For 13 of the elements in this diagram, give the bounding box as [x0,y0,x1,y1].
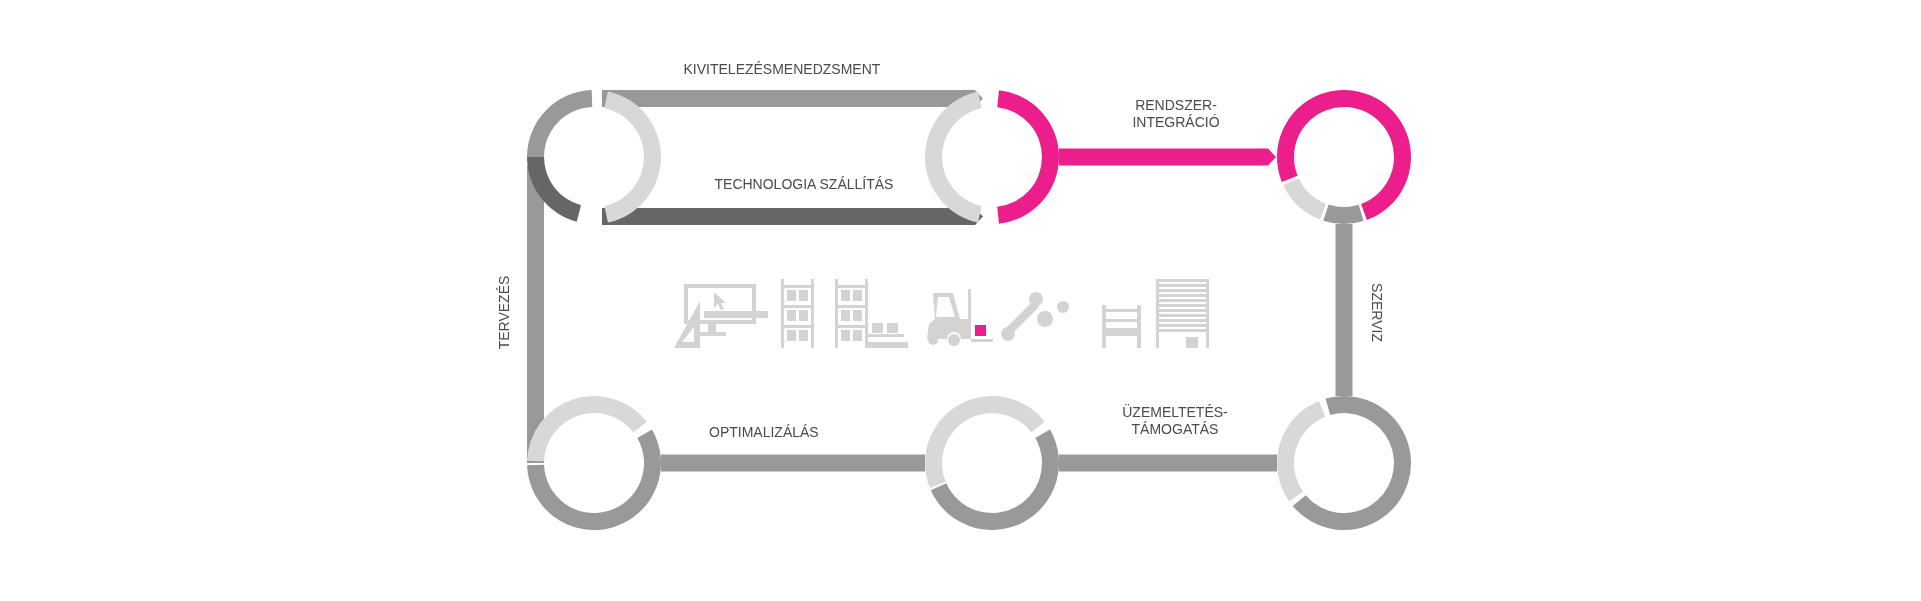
cycle-ring [1277,90,1411,224]
edge-label: KIVITELEZÉSMENEDZSMENT [683,60,881,78]
edge-label: TECHNOLOGIA SZÁLLÍTÁS [714,175,894,193]
edge-label: SZERVIZ [1367,282,1385,342]
edge-label: OPTIMALIZÁLÁS [709,423,819,441]
edge-label: RENDSZER- INTEGRÁCIÓ [1131,97,1221,131]
cycle-ring [1277,396,1411,530]
cycle-ring [925,90,1059,224]
cycle-ring [925,396,1059,530]
edge-label: ÜZEMELTETÉS- TÁMOGATÁS [1121,404,1229,438]
cycle-ring [527,396,661,530]
edge-label: TERVEZÉS [496,275,514,349]
cycle-ring [527,90,661,224]
